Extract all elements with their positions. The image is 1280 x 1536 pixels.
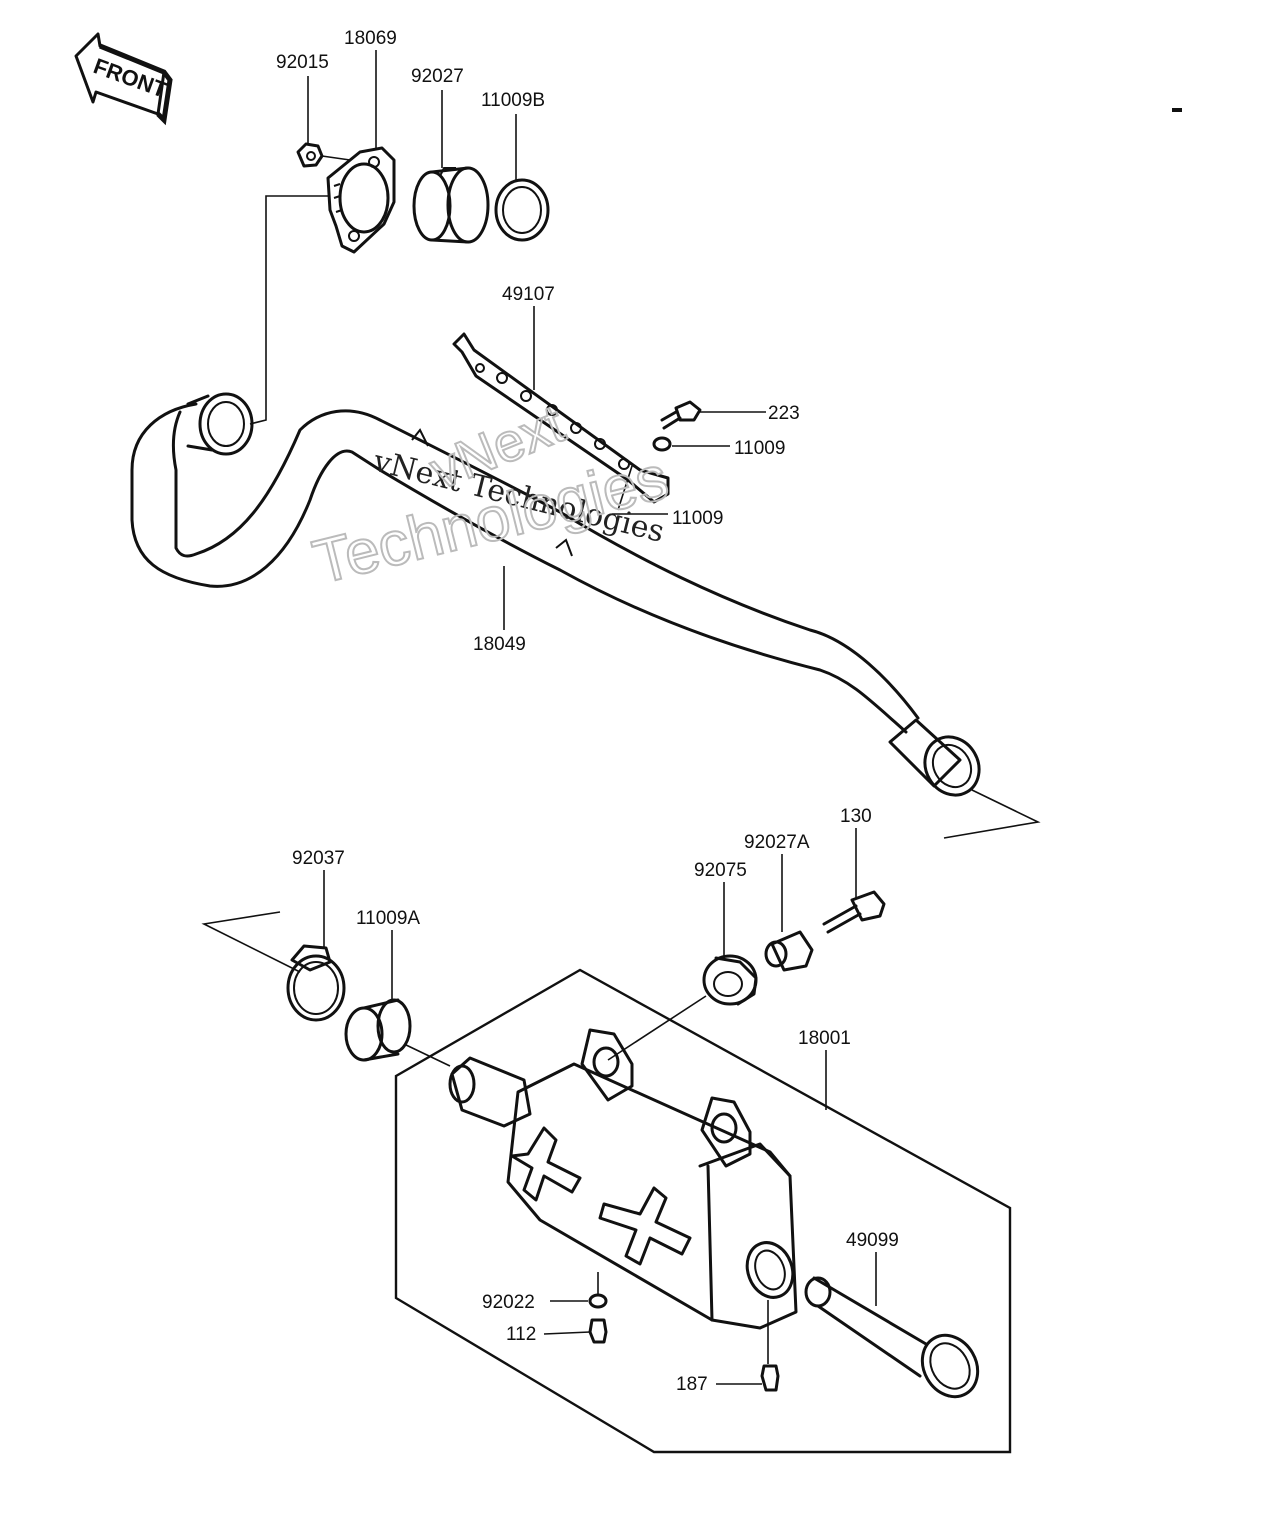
label-92015: 92015	[276, 52, 329, 73]
bolt-130-icon	[822, 890, 886, 934]
muffler-18001-icon	[448, 1028, 798, 1330]
part-labels: 18069 92015 92027 11009B 49107 223 11009…	[276, 28, 899, 1395]
label-11009-upper: 11009	[734, 438, 785, 459]
label-11009A: 11009A	[356, 908, 420, 929]
washer-11009-icon	[652, 436, 672, 452]
label-92037: 92037	[292, 848, 345, 869]
label-187: 187	[676, 1374, 708, 1395]
collar-92027-icon	[412, 166, 490, 244]
clamp-92037-icon	[286, 944, 346, 1022]
gasket-11009B-icon	[494, 178, 550, 242]
label-130: 130	[840, 806, 872, 827]
label-49099: 49099	[846, 1230, 899, 1251]
bolt-223-icon	[660, 400, 702, 430]
flange-18069-icon	[326, 146, 396, 254]
washer-92022-icon	[588, 1293, 608, 1309]
label-92027A: 92027A	[744, 832, 810, 853]
leader-lines	[201, 50, 1041, 1454]
label-92027: 92027	[411, 66, 464, 87]
grommet-92075-icon	[702, 954, 758, 1006]
corner-mark	[1172, 108, 1182, 112]
label-18069: 18069	[344, 28, 397, 49]
label-11009B: 11009B	[481, 90, 545, 111]
label-11009-lower: 11009	[672, 508, 723, 529]
exhaust-pipe-18049-icon	[130, 392, 981, 797]
gasket-11009A-icon	[344, 998, 412, 1062]
screw-187-icon	[760, 1364, 780, 1392]
label-18001: 18001	[798, 1028, 851, 1049]
screw-112-icon	[588, 1318, 608, 1344]
front-arrow-icon: FRONT	[74, 32, 173, 126]
label-223: 223	[768, 403, 800, 424]
label-18049: 18049	[473, 634, 526, 655]
label-112: 112	[506, 1324, 536, 1345]
bracket-49107-icon	[452, 332, 670, 504]
label-92022: 92022	[482, 1292, 535, 1313]
label-92075: 92075	[694, 860, 747, 881]
collar-92027A-icon	[764, 930, 814, 972]
tailpipe-49099-icon	[804, 1276, 980, 1399]
watermark: vNext Technologies Technologies vNext	[306, 393, 676, 599]
label-49107: 49107	[502, 284, 555, 305]
nut-92015-icon	[296, 142, 324, 168]
